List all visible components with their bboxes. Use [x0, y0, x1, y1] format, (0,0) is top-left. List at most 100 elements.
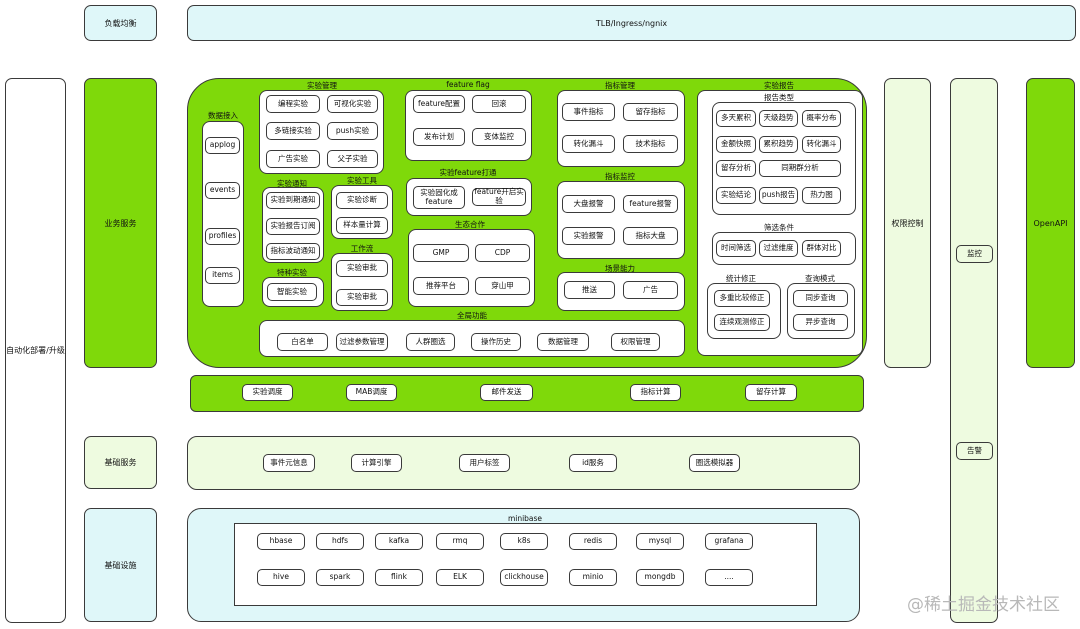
minibase-item-text: flink	[391, 572, 407, 582]
ecosystem-item-text: 推荐平台	[426, 280, 456, 290]
scenario-item: 推送	[564, 281, 615, 299]
global-func-item-text: 权限管理	[620, 336, 651, 346]
feature-flag-item: 变体监控	[472, 128, 526, 146]
basic-service-item-text: id服务	[582, 457, 604, 467]
exp-tools-item: 样本量计算	[336, 217, 388, 234]
exp-notify-item-text: 实验到期通知	[270, 195, 316, 205]
minibase-item-text: ELK	[453, 572, 467, 582]
scheduler-item: 指标计算	[630, 384, 681, 401]
global-func-item-text: 操作历史	[481, 336, 511, 346]
basic-service-item: 计算引擎	[351, 454, 402, 472]
stat-fix-item-text: 多重比较修正	[719, 293, 765, 303]
exp-mgmt-item: 编程实验	[266, 95, 320, 113]
exp-mgmt-item: 多链接实验	[266, 122, 320, 140]
basic-service-item: 圈选模拟器	[689, 454, 740, 472]
query-mode-title: 查询模式	[805, 274, 835, 283]
special-exp-item-text: 智能实验	[277, 286, 307, 296]
metric-monitor-item: feature报警	[623, 195, 678, 213]
feature-flag-item-text: 发布计划	[424, 131, 454, 141]
query-mode-item: 异步查询	[793, 314, 848, 331]
minibase-item-text: clickhouse	[504, 572, 544, 582]
global-func-item: 操作历史	[471, 333, 521, 351]
report-type-item: 同期群分析	[759, 160, 841, 177]
exp-tools-item: 实验诊断	[336, 192, 388, 209]
report-type-item-text: 天级趋势	[763, 113, 794, 123]
metric-mgmt-item-text: 事件指标	[573, 106, 604, 116]
metric-mgmt-item: 转化漏斗	[562, 135, 615, 153]
data-access-events: events	[205, 182, 240, 199]
metric-monitor-item: 大盘报警	[562, 195, 615, 213]
scenario-item-text: 推送	[582, 284, 597, 294]
scenario-item-text: 广告	[643, 284, 658, 294]
exp-tools-title: 实验工具	[347, 176, 377, 185]
basic-service-item-text: 用户标签	[469, 457, 500, 467]
exp-report-title: 实验报告	[764, 81, 794, 90]
automation-text: 自动化部署/升级	[6, 346, 65, 355]
scheduler-item-text: 实验调度	[252, 387, 283, 397]
report-type-item-text: 累积趋势	[763, 139, 794, 149]
metric-monitor-item-text: feature报警	[629, 198, 672, 208]
filter-item-text: 过滤维度	[763, 243, 794, 253]
report-type-item-text: 留存分析	[721, 163, 751, 173]
exp-tools-item-text: 样本量计算	[343, 220, 381, 230]
global-func-title: 全局功能	[457, 311, 487, 320]
basic-service-item: id服务	[569, 454, 617, 472]
metric-mgmt-item: 事件指标	[562, 103, 615, 121]
metric-monitor-item: 指标大盘	[623, 227, 678, 245]
ecosystem-item: GMP	[413, 244, 469, 262]
query-mode-item-text: 同步查询	[805, 293, 836, 303]
exp-mgmt-item: push实验	[327, 122, 378, 140]
special-exp-item: 智能实验	[267, 283, 317, 301]
ecosystem-item-text: CDP	[494, 247, 511, 257]
metric-monitor-item-text: 大盘报警	[573, 198, 604, 208]
feature-flag-item: 回滚	[472, 95, 526, 113]
data-access-title: 数据接入	[208, 111, 238, 120]
basic-service-item-text: 圈选模拟器	[695, 457, 734, 467]
ecosystem-title: 生态合作	[455, 220, 485, 229]
special-exp-title: 特种实验	[277, 268, 307, 277]
report-types-title: 报告类型	[764, 93, 794, 102]
minibase-item: hbase	[257, 533, 305, 550]
infrastructure-label: 基础设施	[84, 508, 157, 622]
ecosystem-item: CDP	[475, 244, 530, 262]
stat-fix-item-text: 连续观测修正	[719, 317, 765, 327]
exp-mgmt-item-text: push实验	[335, 125, 370, 135]
tlb-bar: TLB/Ingress/ngnix	[187, 5, 1076, 41]
feature-link-item: 实验固化成feature	[413, 186, 465, 209]
scenario-title: 场景能力	[605, 264, 635, 273]
watermark: @稀土掘金技术社区	[907, 595, 1060, 615]
exp-mgmt-item: 父子实验	[327, 150, 378, 168]
global-func-item-text: 数据管理	[548, 336, 578, 346]
minibase-item: k8s	[500, 533, 548, 550]
exp-notify-item: 指标波动通知	[266, 243, 320, 260]
ecosystem-item: 穿山甲	[475, 277, 530, 295]
basic-service-item-text: 事件元信息	[270, 457, 308, 467]
filter-item: 时间筛选	[716, 240, 756, 257]
minibase-item: clickhouse	[500, 569, 548, 586]
filter-item-text: 群体对比	[806, 243, 837, 253]
filter-item-text: 时间筛选	[721, 243, 751, 253]
minibase-item: ELK	[436, 569, 484, 586]
metric-mgmt-panel	[557, 90, 685, 167]
scheduler-item: 邮件发送	[480, 384, 533, 401]
basic-service-item: 事件元信息	[263, 454, 315, 472]
minibase-item: kafka	[375, 533, 423, 550]
scheduler-item-text: 指标计算	[640, 387, 671, 397]
business-service-text: 业务服务	[104, 218, 137, 228]
report-type-item-text: 热力图	[810, 190, 833, 200]
metric-mgmt-item-text: 留存指标	[635, 106, 666, 116]
feature-link-title: 实验feature打通	[439, 168, 497, 177]
monitor-box: 监控	[956, 245, 993, 263]
report-type-item: 累积趋势	[759, 136, 798, 153]
exp-notify-item: 实验报告订阅	[266, 218, 320, 235]
filter-item: 群体对比	[802, 240, 841, 257]
alert-box: 告警	[956, 442, 993, 460]
metric-mgmt-item: 技术指标	[623, 135, 678, 153]
feature-flag-item-text: feature配置	[417, 98, 461, 108]
minibase-item: hive	[257, 569, 305, 586]
minibase-item-text: mongdb	[644, 572, 676, 582]
minibase-item: flink	[375, 569, 423, 586]
report-type-item: 概率分布	[802, 110, 841, 127]
metric-mgmt-title: 指标管理	[605, 81, 635, 90]
feature-link-item: feature开启实验	[472, 187, 526, 206]
